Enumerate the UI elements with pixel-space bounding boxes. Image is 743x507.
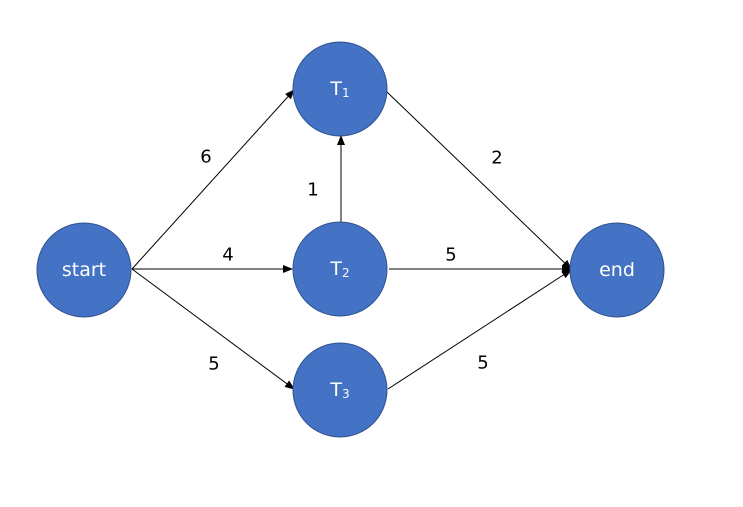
node-t1[interactable]: T1 bbox=[292, 41, 388, 137]
node-t2[interactable]: T2 bbox=[292, 221, 388, 317]
node-start-circle bbox=[36, 222, 132, 318]
weight-t2-t1: 1 bbox=[307, 180, 318, 201]
edges bbox=[131, 89, 572, 390]
weight-start-t1: 6 bbox=[200, 147, 211, 168]
node-end[interactable]: end bbox=[569, 222, 665, 318]
edge-t3-end bbox=[387, 269, 572, 390]
node-t2-circle bbox=[292, 221, 388, 317]
weight-t3-end: 5 bbox=[477, 353, 488, 374]
weight-start-t3: 5 bbox=[208, 354, 219, 375]
node-end-label: end bbox=[599, 259, 635, 281]
node-start[interactable]: start bbox=[36, 222, 132, 318]
edge-weights: 6 4 5 1 2 5 5 bbox=[200, 147, 502, 375]
weight-start-t2: 4 bbox=[222, 245, 233, 266]
node-t2-label: T2 bbox=[329, 258, 349, 280]
node-end-circle bbox=[569, 222, 665, 318]
node-t1-label: T1 bbox=[329, 78, 349, 100]
edge-start-t3 bbox=[131, 268, 295, 390]
node-t3[interactable]: T3 bbox=[292, 342, 388, 438]
nodes: start T1 T2 T3 end bbox=[36, 41, 665, 438]
edge-start-t1 bbox=[131, 89, 295, 270]
node-t1-circle bbox=[292, 41, 388, 137]
node-t3-label: T3 bbox=[329, 379, 349, 401]
node-t3-circle bbox=[292, 342, 388, 438]
edge-t1-end bbox=[386, 91, 572, 270]
weight-t2-end: 5 bbox=[445, 245, 456, 266]
node-start-label: start bbox=[62, 259, 106, 281]
weight-t1-end: 2 bbox=[491, 148, 502, 169]
